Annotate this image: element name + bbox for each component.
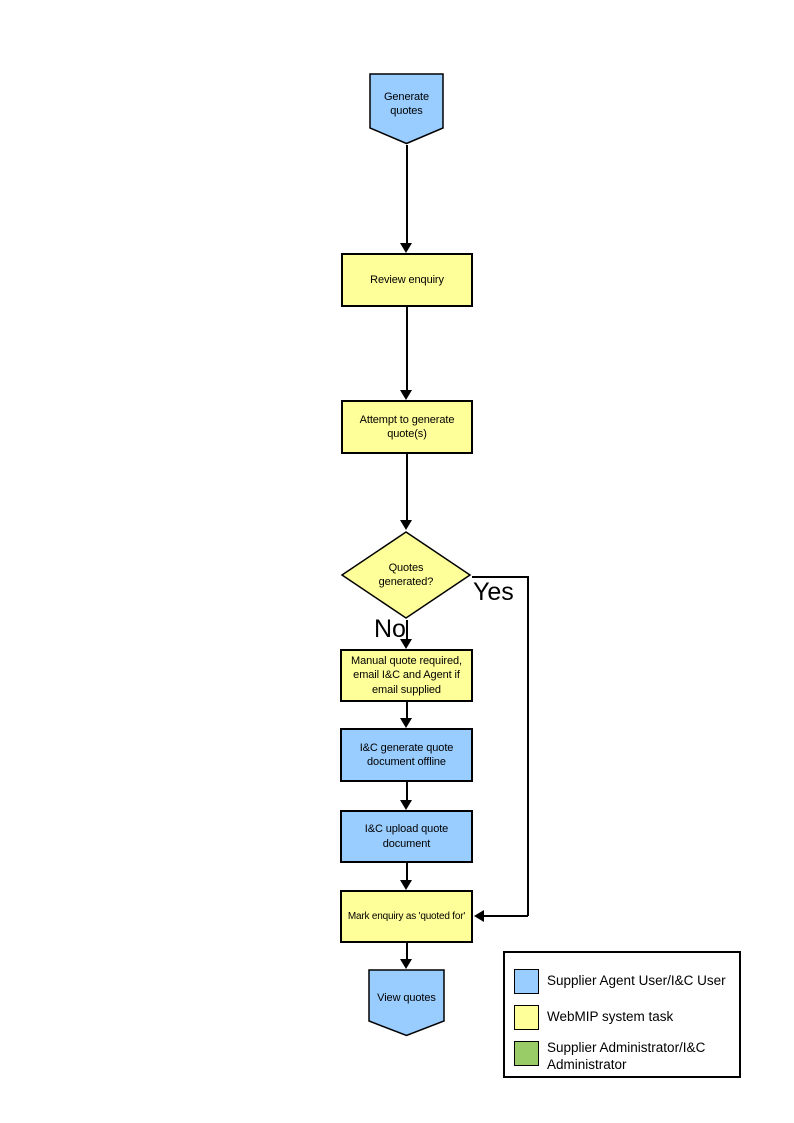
node-label: I&C generate quote document offline — [359, 741, 454, 768]
arrowhead-down-icon — [400, 718, 412, 728]
arrowhead-down-icon — [400, 800, 412, 810]
edge-review-attempt-line — [406, 307, 408, 390]
arrowhead-down-icon — [400, 243, 412, 253]
node-review-enquiry: Review enquiry — [341, 253, 473, 307]
diamond-shape — [340, 531, 472, 619]
edge-yes-horizontal-top-line — [472, 576, 528, 578]
edge-label-no: No — [374, 615, 406, 643]
edge-start-review-line — [406, 145, 408, 243]
node-attempt-generate: Attempt to generate quote(s) — [341, 400, 473, 454]
node-upload-document: I&C upload quote document — [340, 810, 473, 863]
legend: Supplier Agent User/I&C User WebMIP syst… — [503, 951, 741, 1078]
node-generate-offline: I&C generate quote document offline — [340, 728, 473, 782]
edge-generate-upload-line — [406, 782, 408, 800]
node-manual-quote-required: Manual quote required, email I&C and Age… — [340, 649, 473, 702]
legend-label: WebMIP system task — [547, 1009, 674, 1024]
arrowhead-left-icon — [474, 910, 484, 922]
node-label: Review enquiry — [370, 273, 444, 286]
node-quotes-generated-decision: Quotes generated? — [340, 530, 472, 620]
node-view-quotes: View quotes — [368, 969, 445, 1037]
node-label: I&C upload quote document — [364, 823, 449, 850]
edge-manual-generate-line — [406, 702, 408, 718]
arrowhead-down-icon — [400, 639, 412, 649]
legend-swatch-user-task — [514, 969, 539, 994]
edge-attempt-decision-line — [406, 454, 408, 520]
edge-no-line — [406, 620, 408, 639]
node-label: Attempt to generate quote(s) — [359, 413, 455, 440]
legend-label: Supplier Agent User/I&C User — [547, 973, 726, 988]
edge-yes-horizontal-bottom-line — [484, 915, 528, 917]
edge-mark-end-line — [406, 943, 408, 959]
legend-swatch-admin-task — [514, 1041, 539, 1066]
pentagon-shape — [369, 73, 444, 145]
arrowhead-down-icon — [400, 880, 412, 890]
node-label: Quotes generated? — [378, 561, 434, 588]
arrowhead-down-icon — [400, 390, 412, 400]
legend-label: Supplier Administrator/I&C Administrator — [547, 1040, 706, 1072]
node-label: Generate quotes — [383, 90, 430, 117]
node-generate-quotes: Generate quotes — [369, 73, 444, 145]
arrowhead-down-icon — [400, 520, 412, 530]
node-label: Mark enquiry as 'quoted for' — [347, 911, 466, 922]
legend-swatch-system-task — [514, 1005, 539, 1030]
arrowhead-down-icon — [400, 959, 412, 969]
node-mark-enquiry: Mark enquiry as 'quoted for' — [340, 890, 473, 943]
edge-yes-vertical-line — [527, 576, 529, 916]
node-label: View quotes — [377, 991, 436, 1004]
node-label: Manual quote required, email I&C and Age… — [351, 655, 462, 696]
pentagon-shape — [368, 969, 445, 1037]
edge-upload-mark-line — [406, 863, 408, 880]
edge-label-yes: Yes — [473, 578, 514, 606]
